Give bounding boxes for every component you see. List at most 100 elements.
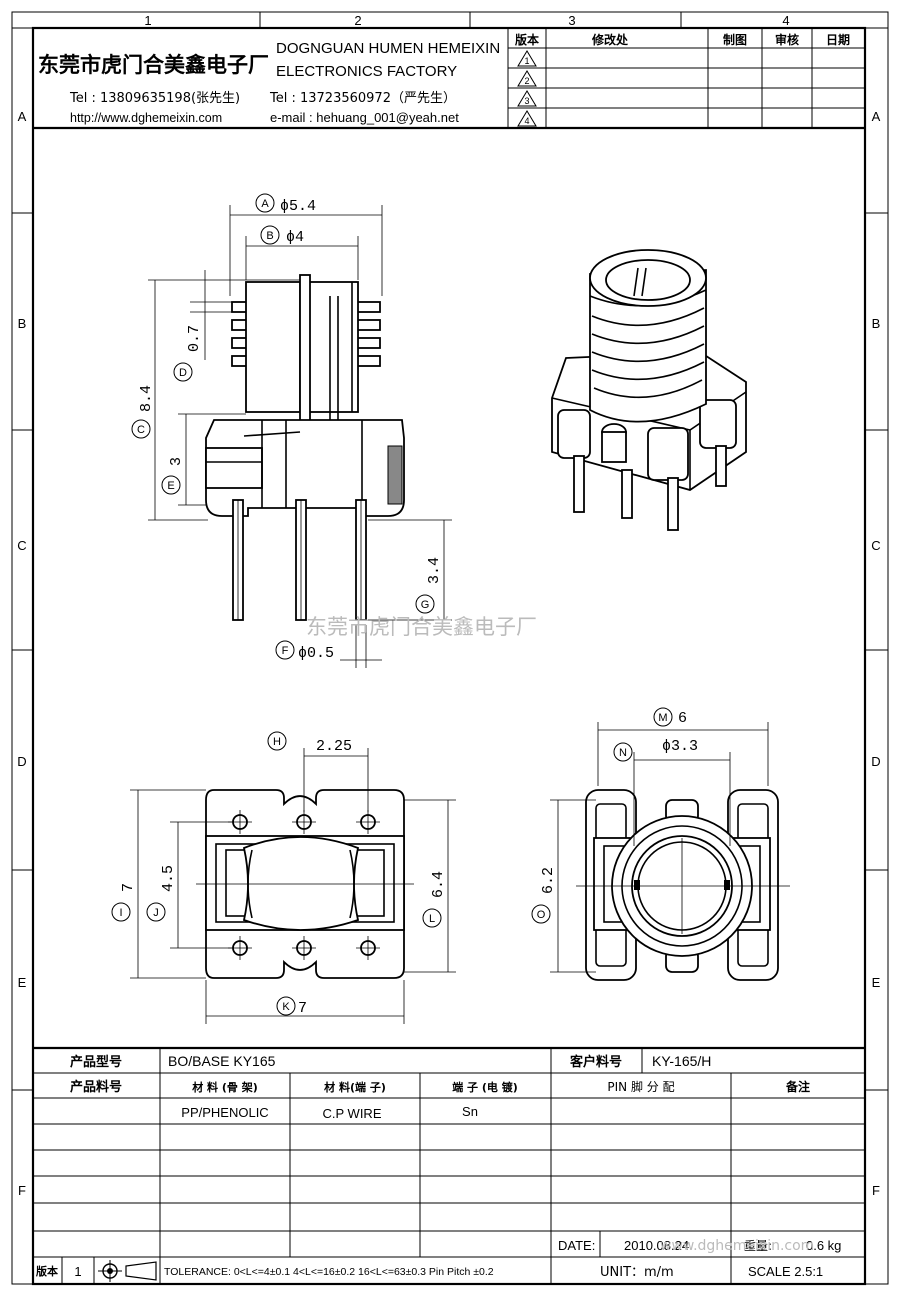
rev-header-version: 版本 — [515, 32, 539, 47]
grid-row-labels: A B C D E F A B C D E F — [17, 109, 880, 1198]
product-model-value: BO/BASE KY165 — [168, 1053, 276, 1069]
grid-column-labels: 1 2 3 4 — [144, 13, 789, 28]
header-block: 东莞市虎门合美鑫电子厂 DOGNGUAN HUMEN HEMEIXIN ELEC… — [33, 28, 865, 130]
company-name-en-2: ELECTRONICS FACTORY — [276, 63, 457, 80]
date-label: DATE: — [558, 1238, 595, 1253]
dim-letter-h: H — [273, 736, 281, 748]
dim-i-value: 7 — [120, 883, 137, 892]
grid-row-f-left: F — [18, 1183, 26, 1198]
dim-marker-n — [613, 742, 633, 762]
grid-row-d-left: D — [17, 754, 26, 769]
material-bobbin-label: 材 料 (骨 架) — [192, 1080, 258, 1094]
grid-row-e-left: E — [18, 975, 27, 990]
dim-m-value: 6 — [678, 710, 687, 727]
dim-letter-m: M — [658, 712, 667, 724]
grid-row-c-left: C — [17, 538, 26, 553]
dim-letter-j: J — [153, 907, 159, 919]
front-view-dimensions: A ϕ5.4 B ϕ4 C 8.4 D 0.7 E 3 G 3 — [131, 193, 452, 668]
dim-letter-f: F — [282, 645, 289, 657]
product-part-label: 产品料号 — [70, 1079, 122, 1095]
terminal-plating-value: Sn — [462, 1104, 478, 1119]
rev-number-4: 4 — [524, 116, 529, 126]
isometric-view — [551, 249, 747, 531]
rev-header-checked: 审核 — [775, 32, 799, 47]
sheet-frame — [11, 11, 889, 1286]
rev-header-change: 修改处 — [591, 32, 629, 47]
dim-letter-c: C — [137, 424, 145, 436]
dim-d-value: 0.7 — [186, 325, 203, 352]
grid-col-4: 4 — [782, 13, 789, 28]
grid-row-e-right: E — [872, 975, 881, 990]
rev-triangle-3: 3 — [517, 90, 537, 107]
dim-f-value: ϕ0.5 — [298, 645, 334, 662]
grid-row-f-right: F — [872, 1183, 880, 1198]
company-name-cn: 东莞市虎门合美鑫电子厂 — [38, 53, 269, 77]
title-watermark: www.dghemeixin.com — [660, 1238, 814, 1254]
dim-k-value: 7 — [298, 1000, 307, 1017]
weight-value: 0.6 kg — [806, 1238, 841, 1253]
projection-symbol-icon — [98, 1260, 157, 1282]
dim-letter-k: K — [282, 1001, 290, 1013]
material-pin-value: C.P WIRE — [323, 1106, 382, 1121]
dim-g-value: 3.4 — [426, 557, 443, 584]
grid-row-a-right: A — [872, 109, 881, 124]
tolerance-text: TOLERANCE: 0<L<=4±0.1 4<L<=16±0.2 16<L<=… — [164, 1266, 494, 1278]
grid-col-3: 3 — [568, 13, 575, 28]
customer-part-label: 客户料号 — [570, 1054, 622, 1070]
material-bobbin-value: PP/PHENOLIC — [181, 1105, 268, 1120]
dim-a-value: ϕ5.4 — [280, 198, 316, 215]
tel-1: Tel : 13809635198(张先生) — [69, 91, 240, 106]
website-link[interactable]: http://www.dghemeixin.com — [70, 111, 222, 125]
dim-e-value: 3 — [168, 457, 185, 466]
dim-marker-i — [111, 902, 131, 922]
dim-marker-g — [415, 594, 435, 614]
top-view-right-dimensions: M 6 N ϕ3.3 O 6.2 — [531, 707, 769, 973]
dim-marker-d — [173, 362, 193, 382]
weight-label: 重量: — [744, 1239, 772, 1253]
dim-n-value: ϕ3.3 — [662, 738, 698, 755]
customer-part-value: KY-165/H — [652, 1053, 711, 1069]
dim-j-value: 4.5 — [160, 865, 177, 892]
dim-h-value: 2.25 — [316, 738, 352, 755]
dim-marker-j — [146, 902, 166, 922]
grid-row-b-right: B — [872, 316, 881, 331]
grid-row-c-right: C — [871, 538, 880, 553]
grid-col-1: 1 — [144, 13, 151, 28]
dim-letter-i: I — [119, 907, 122, 919]
dim-marker-f — [275, 640, 295, 660]
dim-letter-l: L — [429, 913, 435, 925]
date-value: 2010.08.24 — [624, 1238, 689, 1253]
bottom-view-left-dimensions: H 2.25 I 7 J 4.5 L 6.4 K 7 — [111, 731, 456, 1024]
dim-letter-b: B — [266, 230, 273, 242]
bottom-view-left — [196, 789, 414, 979]
email-link[interactable]: e-mail : hehuang_001@yeah.net — [270, 110, 459, 125]
tel-2: Tel : 13723560972（严先生） — [269, 91, 456, 106]
dim-marker-l — [422, 908, 442, 928]
rev-triangle-4: 4 — [517, 110, 537, 127]
terminal-plating-label: 端 子 (电 镀) — [452, 1080, 518, 1094]
dim-marker-e — [161, 475, 181, 495]
unit-text: UNIT：m/m — [600, 1265, 674, 1280]
remarks-label: 备注 — [785, 1079, 810, 1094]
dim-letter-n: N — [619, 747, 627, 759]
dim-marker-m — [653, 707, 673, 727]
grid-row-d-right: D — [871, 754, 880, 769]
dim-marker-b — [260, 225, 280, 245]
version-value: 1 — [74, 1264, 81, 1279]
material-pin-label: 材 料(端 子) — [324, 1080, 386, 1094]
dim-l-value: 6.4 — [430, 871, 447, 898]
dim-marker-a — [255, 193, 275, 213]
rev-number-3: 3 — [524, 96, 529, 106]
dim-c-value: 8.4 — [138, 385, 155, 412]
rev-header-drawn: 制图 — [723, 32, 747, 47]
rev-header-date: 日期 — [826, 32, 850, 47]
dim-marker-h — [267, 731, 287, 751]
scale-text: SCALE 2.5:1 — [748, 1264, 823, 1279]
rev-number-1: 1 — [524, 56, 529, 66]
front-view — [205, 274, 405, 621]
top-view-right — [576, 789, 790, 981]
grid-col-2: 2 — [354, 13, 361, 28]
dim-marker-k — [276, 996, 296, 1016]
grid-row-b-left: B — [18, 316, 27, 331]
dim-letter-g: G — [421, 599, 430, 611]
